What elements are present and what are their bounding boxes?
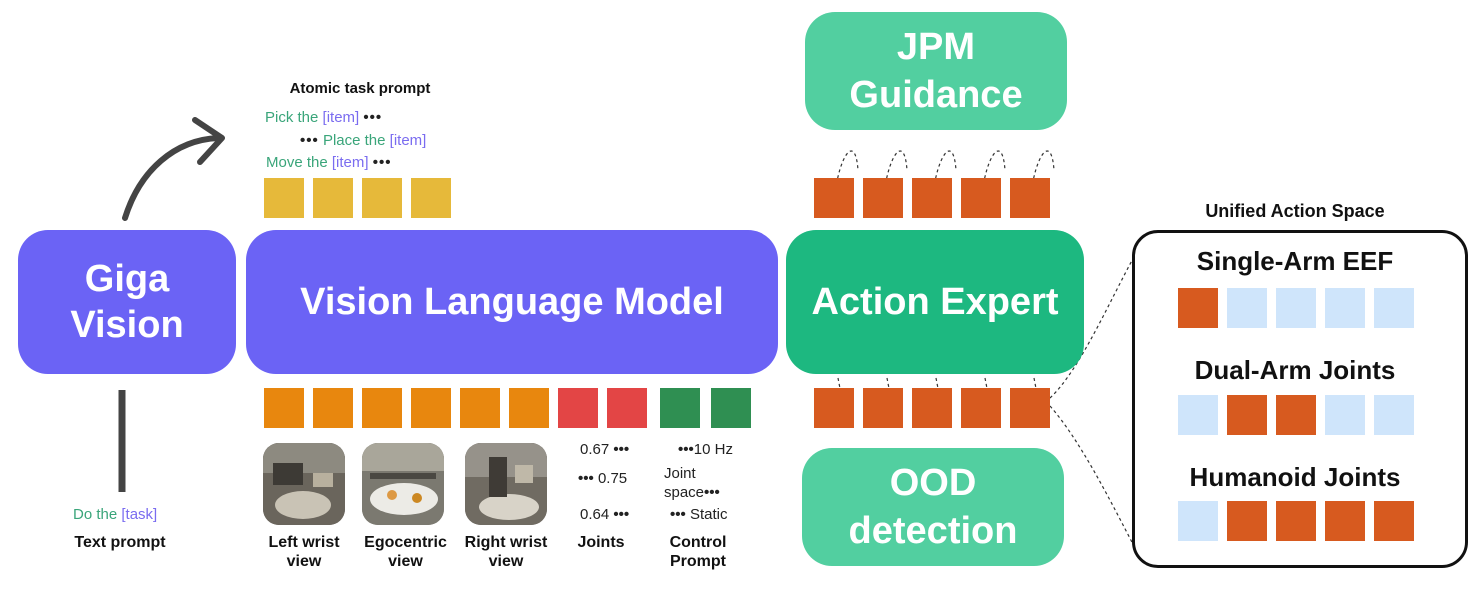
control-value-space: Joint space••• [664, 465, 720, 501]
joint-value-1: 0.67 ••• [580, 441, 630, 458]
text-prompt-label: Text prompt [74, 534, 166, 551]
dual-arm-token [1178, 395, 1218, 435]
action-token [1010, 178, 1050, 218]
humanoid-token [1325, 501, 1365, 541]
single-arm-label: Single-Arm EEF [1196, 246, 1394, 276]
text-prompt-content: Do the [task] [73, 506, 158, 523]
joint-token [607, 388, 647, 428]
dual-arm-token [1374, 395, 1414, 435]
atomic-line-1: Pick the [item] ••• [265, 109, 383, 126]
humanoid-token [1178, 501, 1218, 541]
output-action-token [912, 388, 952, 428]
single-arm-token [1227, 288, 1267, 328]
right-wrist-label: Right wrist view [464, 534, 548, 570]
control-token [711, 388, 751, 428]
egocentric-label: Egocentric view [364, 534, 447, 570]
vlm-label: Vision Language Model [300, 280, 724, 323]
atomic-task-title: Atomic task prompt [289, 80, 431, 97]
unified-action-space-box [1132, 230, 1468, 568]
humanoid-token [1227, 501, 1267, 541]
joint-value-3: 0.64 ••• [580, 506, 630, 523]
egocentric-image [362, 443, 444, 525]
action-token [814, 178, 854, 218]
image-token [509, 388, 549, 428]
humanoid-token [1374, 501, 1414, 541]
right-wrist-image [465, 443, 547, 525]
dual-arm-token [1227, 395, 1267, 435]
jpm-label: JPM Guidance [849, 26, 1023, 116]
image-token [362, 388, 402, 428]
humanoid-label: Humanoid Joints [1189, 462, 1401, 492]
single-arm-token [1325, 288, 1365, 328]
dual-arm-token [1276, 395, 1316, 435]
humanoid-token [1276, 501, 1316, 541]
single-arm-token [1374, 288, 1414, 328]
control-value-static: ••• Static [670, 506, 728, 523]
left-wrist-image [263, 443, 345, 525]
joint-value-2: ••• 0.75 [578, 470, 628, 487]
output-action-token [1010, 388, 1050, 428]
action-token [863, 178, 903, 218]
control-token [660, 388, 700, 428]
control-value-freq: •••10 Hz [678, 441, 733, 458]
ood-label: OOD detection [848, 462, 1018, 552]
image-token [313, 388, 353, 428]
image-token [460, 388, 500, 428]
single-arm-token [1276, 288, 1316, 328]
single-arm-token [1178, 288, 1218, 328]
image-token [264, 388, 304, 428]
joints-label: Joints [577, 534, 625, 551]
action-token [912, 178, 952, 218]
atomic-line-2: ••• Place the [item] [300, 132, 427, 149]
output-action-token [863, 388, 903, 428]
vision-language-model-block: Vision Language Model [246, 230, 778, 374]
control-prompt-label: Control Prompt [669, 534, 727, 570]
dual-arm-label: Dual-Arm Joints [1194, 355, 1396, 385]
atomic-token [313, 178, 353, 218]
jpm-guidance-block: JPM Guidance [805, 12, 1067, 130]
action-token [961, 178, 1001, 218]
atomic-line-3: Move the [item] ••• [266, 154, 392, 171]
atomic-token [411, 178, 451, 218]
dual-arm-token [1325, 395, 1365, 435]
giga-vision-label: Giga Vision [70, 258, 184, 346]
action-expert-label: Action Expert [811, 280, 1059, 323]
ood-detection-block: OOD detection [802, 448, 1064, 566]
left-wrist-label: Left wrist view [268, 534, 340, 570]
atomic-token [264, 178, 304, 218]
action-expert-block: Action Expert [786, 230, 1084, 374]
output-action-token [961, 388, 1001, 428]
output-action-token [814, 388, 854, 428]
joint-token [558, 388, 598, 428]
image-token [411, 388, 451, 428]
atomic-token [362, 178, 402, 218]
giga-vision-block: Giga Vision [18, 230, 236, 374]
unified-title: Unified Action Space [1205, 201, 1385, 221]
